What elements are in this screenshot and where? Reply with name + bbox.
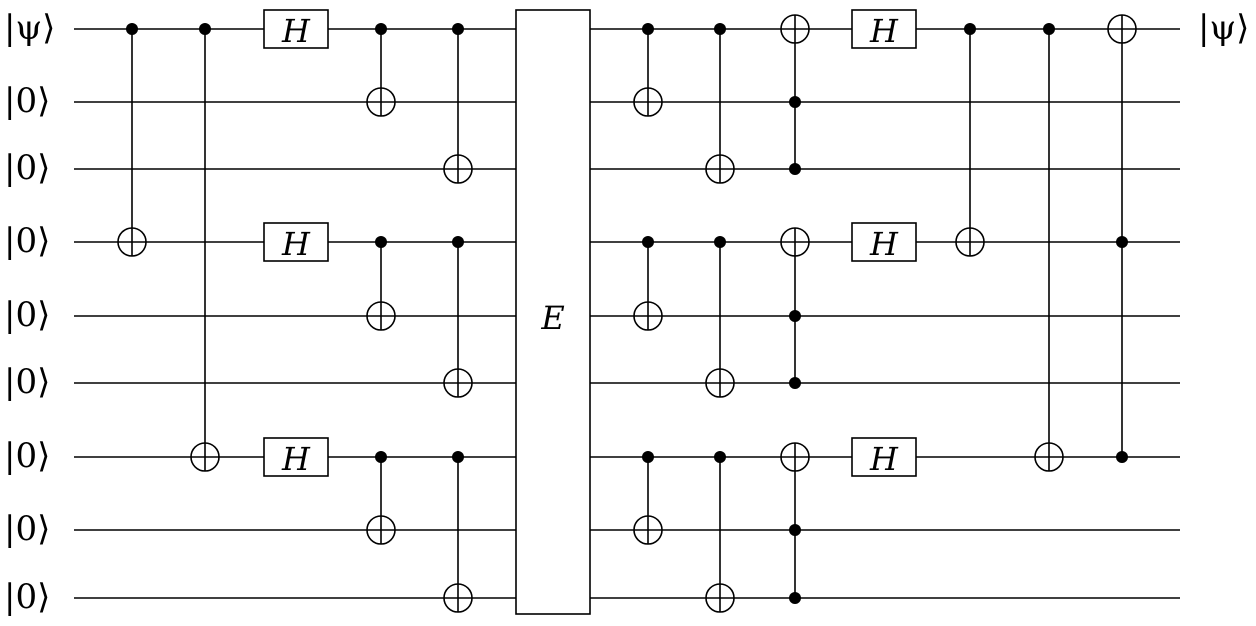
control-dot [452, 451, 464, 463]
hadamard-gate [851, 437, 917, 477]
control-dot [375, 236, 387, 248]
hadamard-gate-label: H [282, 12, 310, 50]
hadamard-gate-label: H [870, 440, 898, 478]
control-dot [199, 23, 211, 35]
input-ket-label: |0⟩ [4, 362, 51, 402]
control-dot [452, 236, 464, 248]
input-ket-label: |0⟩ [4, 295, 51, 335]
control-dot [126, 23, 138, 35]
control-dot [1043, 23, 1055, 35]
input-ket-label: |0⟩ [4, 577, 51, 617]
hadamard-gate [851, 9, 917, 49]
input-ket-label: |0⟩ [4, 509, 51, 549]
control-dot [642, 236, 654, 248]
hadamard-gate [851, 222, 917, 262]
control-dot [714, 236, 726, 248]
control-dot [452, 23, 464, 35]
control-dot [714, 451, 726, 463]
error-channel-box [515, 9, 591, 615]
hadamard-gate [263, 437, 329, 477]
control-dot [1116, 236, 1128, 248]
hadamard-gate [263, 222, 329, 262]
input-ket-label: |0⟩ [4, 436, 51, 476]
control-dot [789, 310, 801, 322]
input-ket-label: |0⟩ [4, 148, 51, 188]
control-dot [1116, 451, 1128, 463]
error-channel-label: E [541, 299, 565, 337]
input-ket-label: |0⟩ [4, 221, 51, 261]
control-dot [964, 23, 976, 35]
control-dot [789, 592, 801, 604]
control-dot [789, 163, 801, 175]
control-dot [789, 96, 801, 108]
input-ket-label: |ψ⟩ [4, 8, 56, 48]
control-dot [789, 524, 801, 536]
control-dot [789, 377, 801, 389]
control-dot [714, 23, 726, 35]
input-ket-label: |0⟩ [4, 81, 51, 121]
hadamard-gate-label: H [282, 440, 310, 478]
hadamard-gate-label: H [282, 225, 310, 263]
control-dot [375, 23, 387, 35]
control-dot [642, 451, 654, 463]
hadamard-gate-label: H [870, 225, 898, 263]
hadamard-gate [263, 9, 329, 49]
hadamard-gate-label: H [870, 12, 898, 50]
control-dot [375, 451, 387, 463]
control-dot [642, 23, 654, 35]
output-ket-label: |ψ⟩ [1198, 8, 1250, 48]
